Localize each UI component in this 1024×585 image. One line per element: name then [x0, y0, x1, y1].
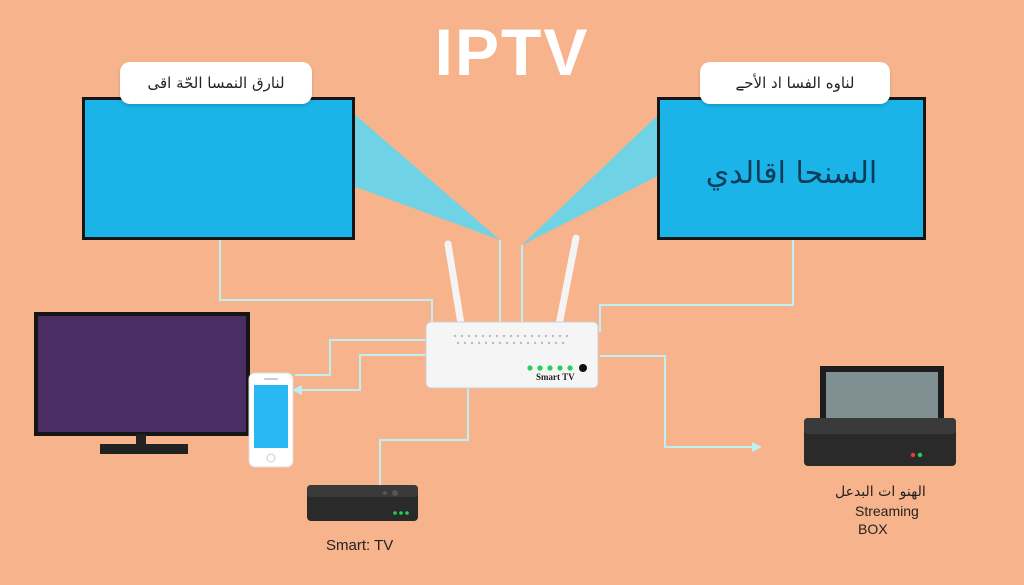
wire-left-screen	[219, 240, 433, 326]
phone-screen	[254, 385, 288, 448]
wire-phone	[300, 354, 428, 391]
arrow-phone	[292, 385, 302, 395]
arrow-streaming	[752, 442, 762, 452]
right-screen-caption: لناوه الفسا اد الأحے	[700, 62, 890, 104]
left-beam	[353, 113, 500, 240]
streaming-box	[804, 366, 956, 466]
left-screen-caption-text: لنارق النمسا الحّة اقى	[147, 74, 285, 92]
router-vents	[453, 334, 569, 345]
smartphone	[248, 372, 294, 468]
right-display-screen: السنحا اقالدي	[657, 97, 926, 240]
router-antenna-left	[444, 240, 466, 334]
tv-neck	[136, 434, 146, 444]
streaming-box-label-arabic: الهنو ات البدعل	[835, 484, 926, 500]
streaming-box-label-line2: BOX	[858, 521, 888, 537]
smart-tv	[34, 312, 250, 454]
diagram-title: IPTV	[434, 15, 590, 89]
settop-box-label: Smart: TV	[326, 537, 394, 554]
phone-speaker	[264, 378, 278, 380]
tv-stand	[100, 444, 188, 454]
right-screen-text: السنحا اقالدي	[705, 156, 878, 191]
left-display-screen	[82, 97, 355, 240]
laptop-screen	[826, 372, 938, 418]
streaming-box-label-line1: Streaming	[855, 503, 919, 519]
right-screen-caption-text: لناوه الفسا اد الأحے	[735, 74, 855, 92]
router-body	[425, 321, 599, 389]
wire-tv	[295, 339, 428, 376]
router-power-button	[579, 364, 587, 372]
router-antenna-right	[554, 234, 580, 334]
phone-home-button	[266, 453, 276, 463]
wire-settop	[379, 388, 469, 486]
wire-streaming	[600, 355, 752, 448]
router-leds	[527, 365, 573, 371]
router-label: Smart TV	[536, 372, 575, 382]
wire-right-screen	[599, 240, 794, 332]
router	[425, 234, 599, 389]
tv-screen	[34, 312, 250, 436]
settop-box	[307, 485, 418, 521]
right-beam	[522, 113, 660, 245]
left-screen-caption: لنارق النمسا الحّة اقى	[120, 62, 312, 104]
